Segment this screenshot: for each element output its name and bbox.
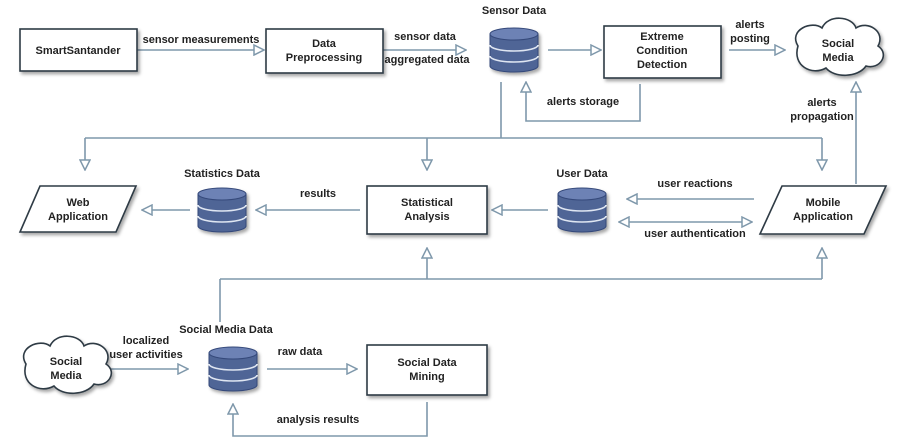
edges xyxy=(85,50,856,437)
node-social-mining-line1: Social Data xyxy=(397,357,457,369)
label-alerts-propagation-2: propagation xyxy=(790,111,854,123)
label-sensor-data: sensor data xyxy=(394,31,457,43)
node-smartsantander: SmartSantander xyxy=(19,28,138,72)
label-localized-1: localized xyxy=(123,335,169,347)
database-icon xyxy=(208,346,258,392)
node-social-bottom-line2: Media xyxy=(50,370,82,382)
label-alerts-storage: alerts storage xyxy=(547,96,619,108)
edge-analysis-results xyxy=(233,402,428,437)
node-web-application: Web Application xyxy=(18,185,138,233)
node-data-preprocessing-line2: Preprocessing xyxy=(286,52,362,64)
database-icon xyxy=(489,27,539,73)
label-raw-data: raw data xyxy=(278,346,324,358)
node-statistical-line1: Statistical xyxy=(401,197,453,209)
node-web-line1: Web xyxy=(66,197,89,209)
node-mobile-application: Mobile Application xyxy=(758,185,888,235)
database-statistics-data-label: Statistics Data xyxy=(184,168,261,180)
label-localized-2: user activities xyxy=(109,349,182,361)
database-social-media-data: Social Media Data xyxy=(179,324,274,392)
database-icon xyxy=(557,187,607,233)
database-statistics-data: Statistics Data xyxy=(184,168,261,233)
node-social-data-mining: Social Data Mining xyxy=(366,344,488,396)
node-statistical-line2: Analysis xyxy=(404,211,449,223)
label-user-reactions: user reactions xyxy=(657,178,732,190)
node-extreme-line2: Condition xyxy=(636,45,688,57)
label-analysis-results: analysis results xyxy=(277,414,360,426)
label-alerts-posting-1: alerts xyxy=(735,19,764,31)
node-web-line2: Application xyxy=(48,211,108,223)
edge-labels: sensor measurements sensor data aggregat… xyxy=(109,19,854,426)
node-social-media-bottom: Social Media xyxy=(22,335,112,395)
node-social-top-line2: Media xyxy=(822,52,854,64)
database-social-media-data-label: Social Media Data xyxy=(179,324,273,336)
label-aggregated-data: aggregated data xyxy=(385,54,471,66)
database-icon xyxy=(197,187,247,233)
label-results: results xyxy=(300,188,336,200)
node-smartsantander-label: SmartSantander xyxy=(36,45,122,57)
database-user-data-label: User Data xyxy=(556,168,608,180)
node-social-mining-line2: Mining xyxy=(409,371,444,383)
label-alerts-posting-2: posting xyxy=(730,33,770,45)
node-social-bottom-line1: Social xyxy=(50,356,82,368)
edge-alerts-storage xyxy=(526,82,641,122)
database-user-data: User Data xyxy=(556,168,609,233)
node-statistical-analysis: Statistical Analysis xyxy=(366,185,488,235)
label-sensor-measurements: sensor measurements xyxy=(143,34,260,46)
node-extreme-condition-detection: Extreme Condition Detection xyxy=(603,25,722,79)
node-social-top-line1: Social xyxy=(822,38,854,50)
node-data-preprocessing: Data Preprocessing xyxy=(265,28,384,74)
node-mobile-line1: Mobile xyxy=(806,197,841,209)
node-mobile-line2: Application xyxy=(793,211,853,223)
node-social-media-top: Social Media xyxy=(794,17,884,77)
label-alerts-propagation-1: alerts xyxy=(807,97,836,109)
node-data-preprocessing-line1: Data xyxy=(312,38,337,50)
node-extreme-line1: Extreme xyxy=(640,31,683,43)
node-extreme-line3: Detection xyxy=(637,59,687,71)
database-sensor-data-label: Sensor Data xyxy=(482,5,547,17)
database-sensor-data: Sensor Data xyxy=(482,5,547,73)
label-user-authentication: user authentication xyxy=(644,228,746,240)
